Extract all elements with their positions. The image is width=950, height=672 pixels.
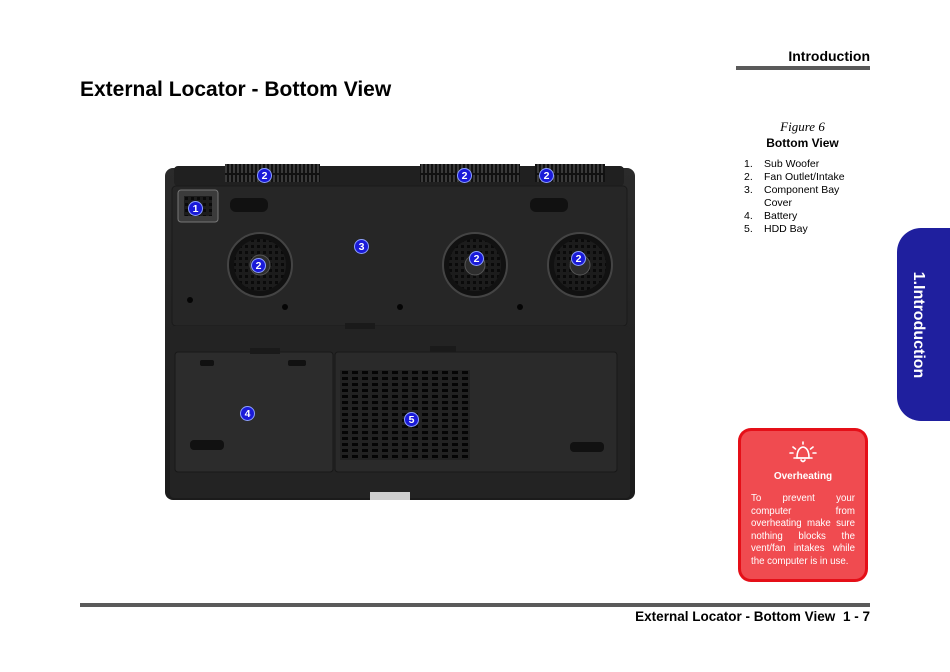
callout-sub-woofer: 1 [188, 201, 203, 216]
alarm-bell-icon [789, 441, 817, 463]
legend-number: 1. [744, 158, 753, 170]
overheating-warning-box: Overheating To prevent your computer fro… [738, 428, 868, 582]
callout-component-bay: 3 [354, 239, 369, 254]
footer-rule [80, 603, 870, 607]
footer-title: External Locator - Bottom View [635, 609, 836, 624]
figure-caption: Figure 6 Bottom View [745, 119, 860, 150]
legend-number: 4. [744, 210, 753, 222]
callout-fan-outlet: 2 [571, 251, 586, 266]
page-number: 1 - 7 [842, 609, 870, 624]
legend-item: 3. Component Bay Cover [744, 184, 864, 210]
chapter-side-tab-label: 1.Introduction [910, 271, 927, 379]
legend-item: 1. Sub Woofer [744, 158, 864, 171]
laptop-bottom-view-image [165, 164, 635, 500]
callout-fan-outlet: 2 [457, 168, 472, 183]
legend-number: 3. [744, 184, 753, 196]
callout-fan-outlet: 2 [539, 168, 554, 183]
header-section-title: Introduction [788, 48, 870, 64]
legend-text: Sub Woofer [764, 158, 820, 170]
legend-number: 5. [744, 223, 753, 235]
callout-fan-outlet: 2 [251, 258, 266, 273]
figure-title: Bottom View [766, 136, 839, 150]
callout-fan-outlet: 2 [257, 168, 272, 183]
legend-list: 1. Sub Woofer 2. Fan Outlet/Intake 3. Compo… [744, 158, 864, 236]
page-title: External Locator - Bottom View [80, 78, 392, 101]
legend-item: 4. Battery [744, 210, 864, 223]
header-rule [736, 66, 870, 70]
callout-hdd-bay: 5 [404, 412, 419, 427]
figure-number: Figure 6 [780, 119, 825, 134]
legend-text: HDD Bay [764, 223, 808, 235]
callout-battery: 4 [240, 406, 255, 421]
legend-item: 2. Fan Outlet/Intake [744, 171, 864, 184]
callout-fan-outlet: 2 [469, 251, 484, 266]
legend-text: Battery [764, 210, 798, 222]
chapter-side-tab [897, 228, 950, 421]
warning-body: To prevent your computer from overheatin… [751, 493, 855, 567]
legend-number: 2. [744, 171, 753, 183]
legend-text: Component Bay Cover [764, 184, 840, 209]
warning-title: Overheating [773, 471, 833, 482]
legend-item: 5. HDD Bay [744, 223, 864, 236]
legend-text: Fan Outlet/Intake [764, 171, 845, 183]
footer: External Locator - Bottom View 1 - 7 [631, 609, 870, 624]
